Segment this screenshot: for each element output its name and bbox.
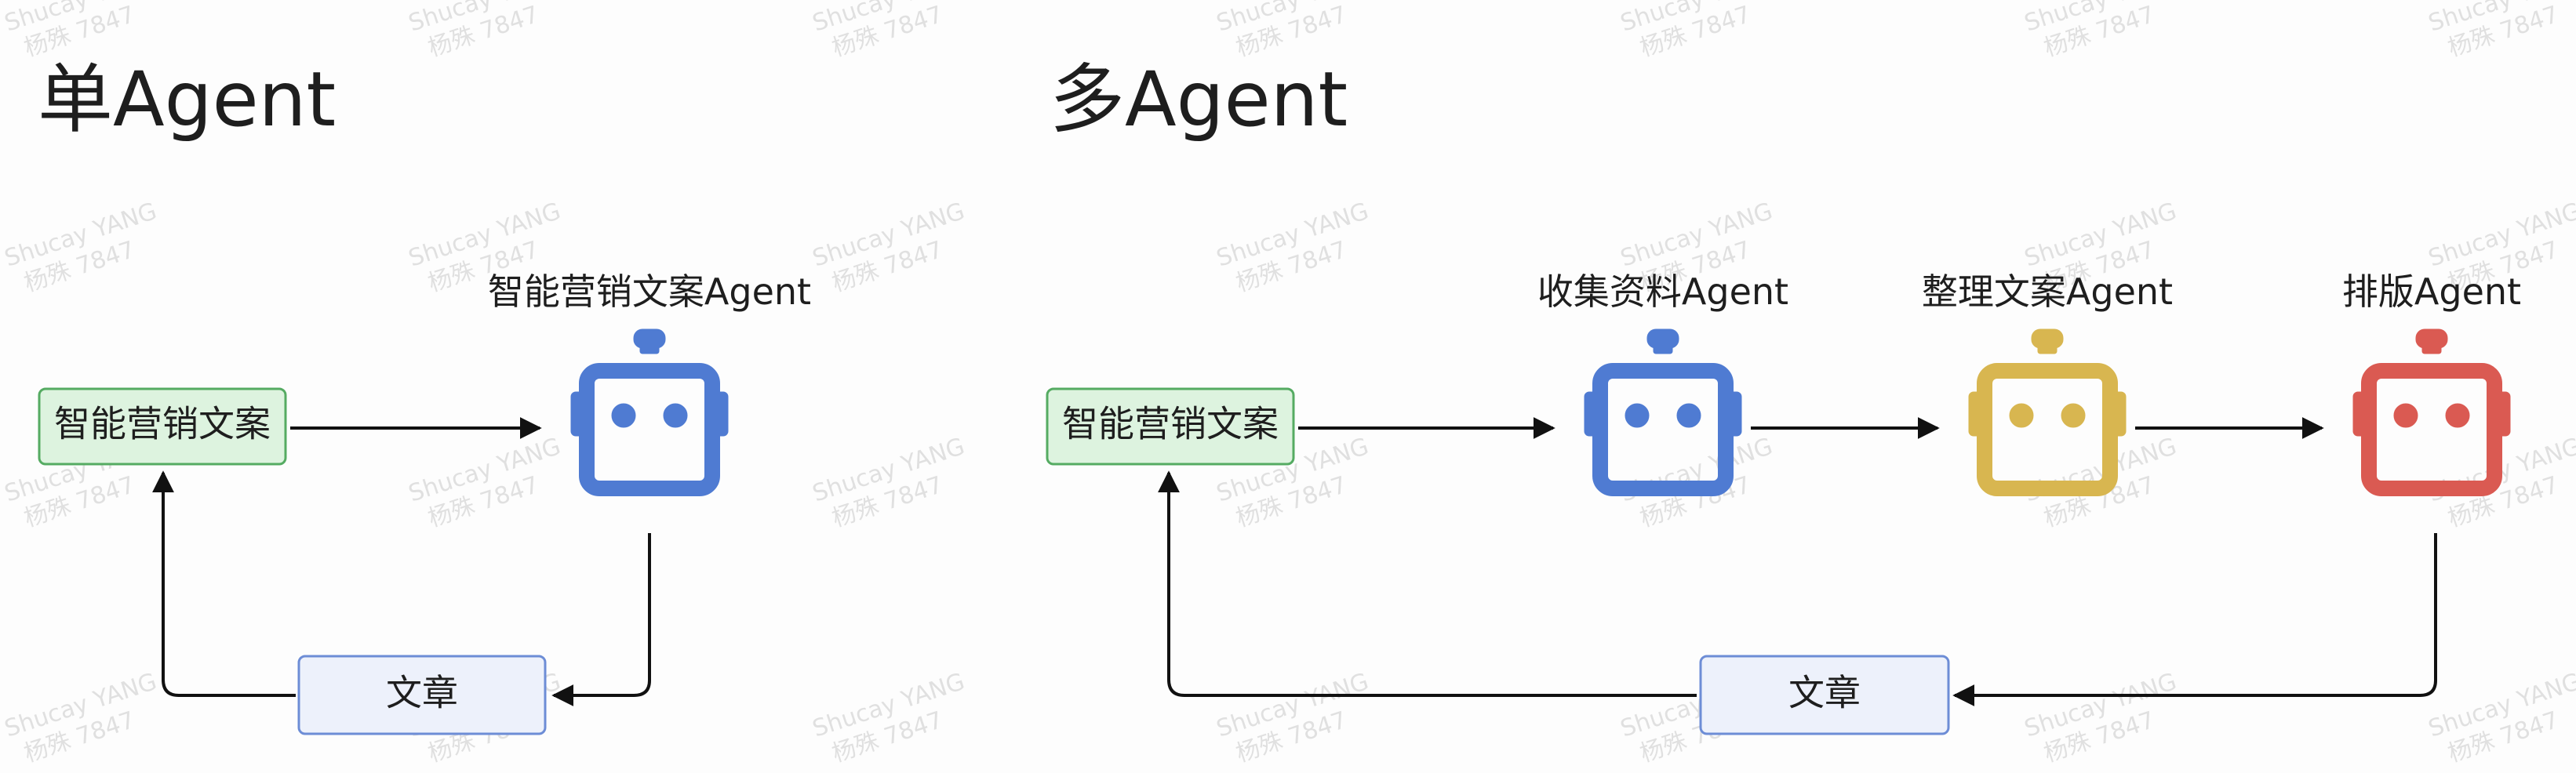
single-output-box: 文章 <box>297 655 547 735</box>
robot-icon <box>2353 329 2510 488</box>
arrow-layout-to-output <box>1952 533 2437 706</box>
robot-icon <box>1585 329 1741 488</box>
single-input-box: 智能营销文案 <box>38 387 287 466</box>
single-arrows <box>152 417 651 706</box>
single-input-label: 智能营销文案 <box>54 403 271 445</box>
robot-icon <box>571 329 728 488</box>
arrow-output-to-input <box>152 470 296 697</box>
arrow-output-to-input <box>1158 470 1697 697</box>
multi-arrows <box>1158 417 2437 706</box>
multi-input-box: 智能营销文案 <box>1046 387 1295 466</box>
multi-agent-heading: 多Agent <box>1050 56 1348 143</box>
multi-output-box: 文章 <box>1699 655 1950 735</box>
agent-label-layout: 排版Agent <box>2342 270 2521 313</box>
single-agent-label: 智能营销文案Agent <box>488 270 811 313</box>
single-output-label: 文章 <box>386 672 458 714</box>
robot-icon <box>1969 329 2126 488</box>
agent-label-collect: 收集资料Agent <box>1537 270 1788 313</box>
agent-label-organize: 整理文案Agent <box>1922 270 2173 313</box>
single-agent-heading: 单Agent <box>38 56 336 143</box>
arrow-agent-to-output <box>551 533 651 706</box>
multi-input-label: 智能营销文案 <box>1062 403 1279 445</box>
multi-output-label: 文章 <box>1788 672 1861 714</box>
